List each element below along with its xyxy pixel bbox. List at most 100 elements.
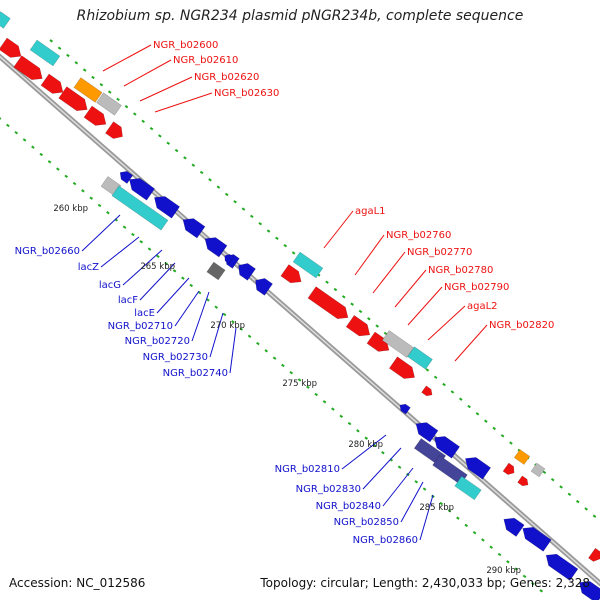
gene-darkgray (206, 261, 226, 281)
tick-outer-track (216, 185, 221, 189)
gene-cyan-shape (407, 346, 433, 370)
gene-gray-shape (381, 330, 415, 358)
tick-outer-track (66, 53, 70, 58)
gene-label-blue: NGR_b02660 (15, 246, 80, 257)
gene-arrow-shape (83, 105, 107, 126)
gene-cyan (111, 185, 169, 231)
gene-arrow (13, 55, 43, 81)
tick-inner-track (6, 123, 10, 128)
gene-gray (381, 330, 415, 358)
gene-arrow (255, 278, 273, 296)
gene-arrow (415, 422, 439, 443)
gene-arrow (399, 403, 411, 415)
tick-outer-track (133, 112, 137, 116)
gene-label-red-leader (354, 234, 385, 276)
gene-arrow-shape (182, 218, 206, 239)
gene-cyan-shape (292, 251, 324, 279)
tick-outer-track (82, 68, 87, 72)
tick-outer-track (74, 61, 79, 65)
gene-cyan (0, 11, 11, 29)
gene-label-red: agaL2 (467, 301, 498, 312)
kbp-label: 260 kbp (53, 204, 88, 214)
gene-label-red-leader (123, 59, 172, 87)
tick-outer-track (375, 324, 380, 328)
gene-label-blue-leader (341, 434, 387, 470)
gene-label-red-leader (139, 76, 193, 102)
gene-label-blue: lacG (99, 280, 121, 291)
gene-label-blue: NGR_b02850 (334, 517, 399, 528)
tick-inner-track (281, 363, 285, 368)
tick-inner-track (347, 421, 352, 426)
gene-arrow-shape (579, 581, 600, 600)
tick-inner-track (206, 298, 210, 302)
tick-outer-track (509, 441, 513, 445)
gene-arrow (434, 436, 461, 459)
tick-outer-track (575, 499, 580, 504)
tick-outer-track (458, 397, 463, 401)
gene-arrow (182, 218, 206, 239)
tick-inner-track (531, 581, 535, 586)
tick-inner-track (356, 429, 360, 433)
gene-label-blue: NGR_b02860 (353, 535, 418, 546)
gene-arrow (588, 547, 600, 562)
tick-inner-track (272, 356, 277, 360)
tick-inner-track (56, 167, 60, 171)
gene-arrow-shape (522, 526, 552, 552)
gene-label-red: NGR_b02780 (428, 265, 493, 276)
gene-gray-shape (530, 462, 546, 478)
tick-outer-track (174, 148, 179, 153)
gene-orange-shape (73, 77, 103, 103)
gene-arrow-shape (204, 237, 228, 258)
tick-inner-track (214, 305, 219, 309)
tick-inner-track (164, 261, 169, 266)
tick-outer-track (500, 434, 505, 438)
tick-inner-track (231, 320, 235, 324)
gene-label-blue-leader (122, 249, 163, 286)
tick-outer-track (107, 90, 112, 94)
gene-label-blue: NGR_b02740 (163, 368, 228, 379)
gene-arrow (280, 264, 302, 284)
tick-outer-track (141, 119, 145, 123)
gene-arrow-shape (345, 315, 371, 337)
gene-arrow (579, 581, 600, 600)
tick-outer-track (559, 485, 563, 489)
tick-outer-track (325, 280, 329, 284)
gene-label-blue-leader (100, 236, 140, 268)
gene-arrow-shape (502, 462, 515, 475)
backbone-highlight (0, 55, 600, 585)
tick-inner-track (514, 567, 519, 571)
gene-arrow-shape (421, 385, 433, 397)
tick-outer-track (183, 156, 187, 160)
tick-outer-track (592, 514, 597, 518)
tick-outer-track (199, 170, 204, 175)
gene-arrow-shape (119, 170, 134, 184)
gene-arrow-shape (129, 178, 156, 201)
tick-inner-track (522, 574, 527, 578)
gene-arrow-shape (58, 86, 88, 112)
gene-arrow (129, 178, 156, 201)
gene-label-blue: NGR_b02830 (296, 484, 361, 495)
tick-inner-track (181, 276, 185, 280)
gene-arrow-shape (40, 73, 64, 94)
gene-arrow (119, 170, 134, 184)
gene-label-red: NGR_b02600 (153, 40, 218, 51)
gene-cyan-shape (454, 475, 482, 501)
tick-outer-track (166, 141, 171, 145)
tick-inner-track (147, 247, 152, 251)
tick-outer-track (233, 200, 237, 204)
gene-arrow-shape (0, 37, 22, 58)
tick-outer-track (542, 470, 547, 475)
gene-arrow-shape (105, 121, 123, 139)
tick-inner-track (14, 130, 19, 135)
tick-inner-track (156, 254, 160, 258)
gene-label-blue: NGR_b02810 (275, 464, 340, 475)
gene-arrow-shape (503, 517, 525, 537)
gene-arrow (502, 462, 515, 475)
gene-arrow-shape (399, 403, 411, 415)
gene-label-blue-leader (139, 262, 176, 301)
tick-inner-track (289, 370, 294, 375)
tick-outer-track (291, 251, 296, 255)
gene-orange (73, 77, 103, 103)
tick-outer-track (99, 83, 104, 87)
